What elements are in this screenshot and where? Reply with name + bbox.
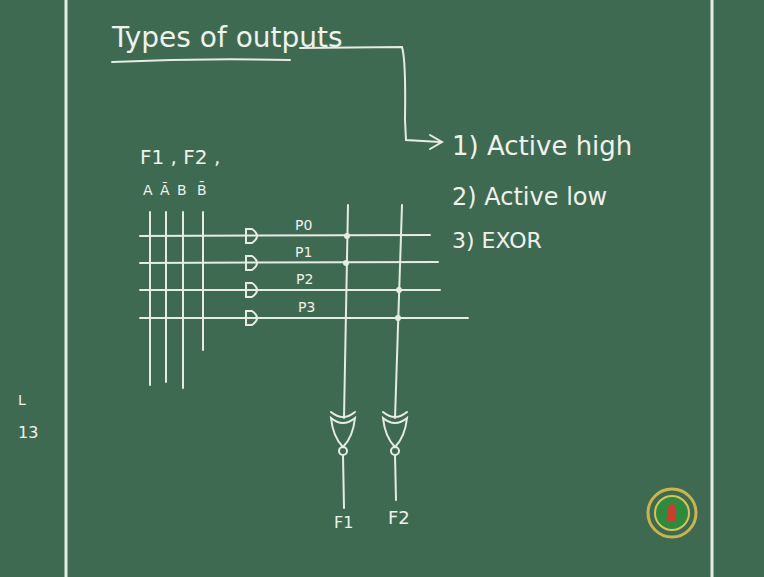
product-term: P1 bbox=[293, 244, 314, 260]
output-type: 1) Active high bbox=[452, 132, 632, 162]
function-names: F1 , F2 , bbox=[140, 146, 220, 169]
product-term: P3 bbox=[296, 299, 317, 315]
margin-note: 13 bbox=[18, 424, 38, 442]
margin-note: L bbox=[18, 392, 26, 408]
input-name: Ā bbox=[160, 182, 170, 198]
input-name: B bbox=[177, 182, 187, 198]
board-title: Types of outputs bbox=[112, 22, 343, 54]
input-name: A bbox=[143, 182, 153, 198]
output-name: F1 bbox=[334, 514, 353, 532]
output-type: 3) EXOR bbox=[452, 228, 542, 253]
output-name: F2 bbox=[388, 508, 410, 529]
input-name: B̄ bbox=[197, 182, 207, 198]
product-term: P2 bbox=[294, 271, 315, 287]
output-type: 2) Active low bbox=[452, 184, 607, 212]
product-term: P0 bbox=[293, 217, 314, 233]
